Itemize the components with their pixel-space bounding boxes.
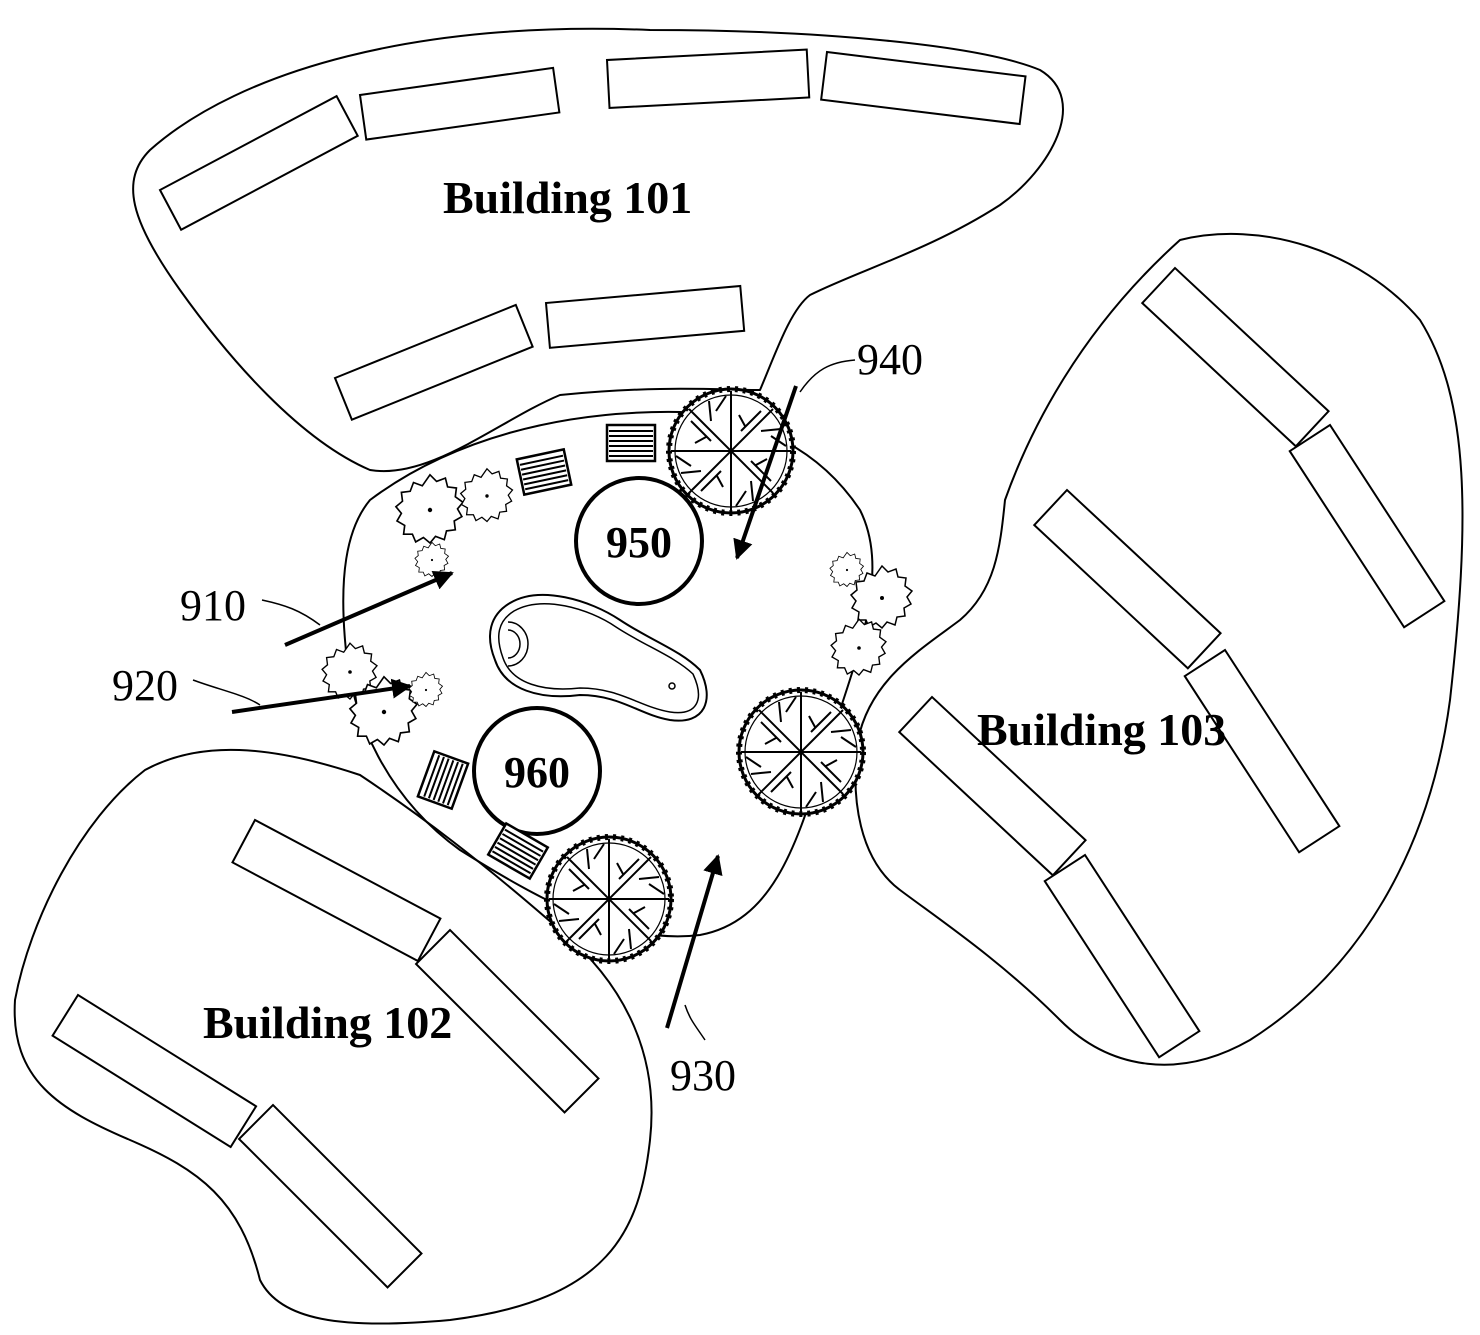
building-103-block: [1288, 423, 1446, 629]
building-101-block: [358, 66, 561, 141]
bench-icon: [515, 448, 573, 496]
building-102-block: [51, 993, 258, 1149]
building-101-block: [333, 303, 534, 422]
pool-icon: [489, 593, 708, 722]
building-101-block: [158, 94, 360, 232]
label-910: 910: [180, 581, 246, 630]
building-103-block: [1183, 648, 1341, 854]
large-tree-icon: [547, 837, 671, 961]
building-103-block: [897, 695, 1087, 877]
arrow-930: [665, 854, 723, 1029]
building-101-block: [820, 50, 1027, 126]
shrub-icon: [395, 473, 464, 544]
bench-icon: [416, 750, 470, 810]
leader-lines: [192, 359, 856, 1041]
building-102-label: Building 102: [203, 997, 452, 1048]
building-103-block: [1032, 488, 1222, 670]
building-102-zone: Building 102: [13, 748, 653, 1325]
building-101-block: [605, 48, 811, 109]
label-940: 940: [857, 335, 923, 384]
leader-930: [684, 1004, 706, 1041]
building-103-zone: Building 103: [854, 233, 1464, 1066]
leader-940: [799, 359, 856, 393]
building-101-label: Building 101: [443, 172, 692, 223]
building-102-block: [231, 818, 442, 963]
arrow-910: [284, 570, 454, 647]
building-101-block: [544, 284, 746, 349]
building-103-label: Building 103: [977, 704, 1226, 755]
building-103-block: [1140, 266, 1330, 448]
label-930: 930: [670, 1051, 736, 1100]
shrub-icon: [408, 671, 443, 707]
feature-960: 960: [472, 706, 602, 836]
arrow-920: [231, 678, 412, 714]
feature-950: 950: [574, 476, 704, 606]
building-101-zone: Building 101: [132, 27, 1064, 473]
building-102-block: [237, 1103, 423, 1289]
label-960: 960: [504, 748, 570, 797]
label-950: 950: [606, 518, 672, 567]
shrub-icon: [460, 468, 514, 523]
leader-920: [192, 679, 261, 706]
building-102-block: [414, 928, 600, 1114]
flow-arrows: [231, 385, 798, 1029]
label-920: 920: [112, 661, 178, 710]
shrub-icon: [414, 541, 449, 577]
shrub-icon: [830, 618, 887, 676]
building-103-block: [1043, 853, 1201, 1059]
leader-910: [261, 599, 321, 626]
bench-icon: [605, 423, 657, 463]
arrow-940: [733, 385, 798, 560]
large-tree-icon: [739, 690, 863, 814]
central-courtyard: 950 960: [321, 389, 913, 961]
